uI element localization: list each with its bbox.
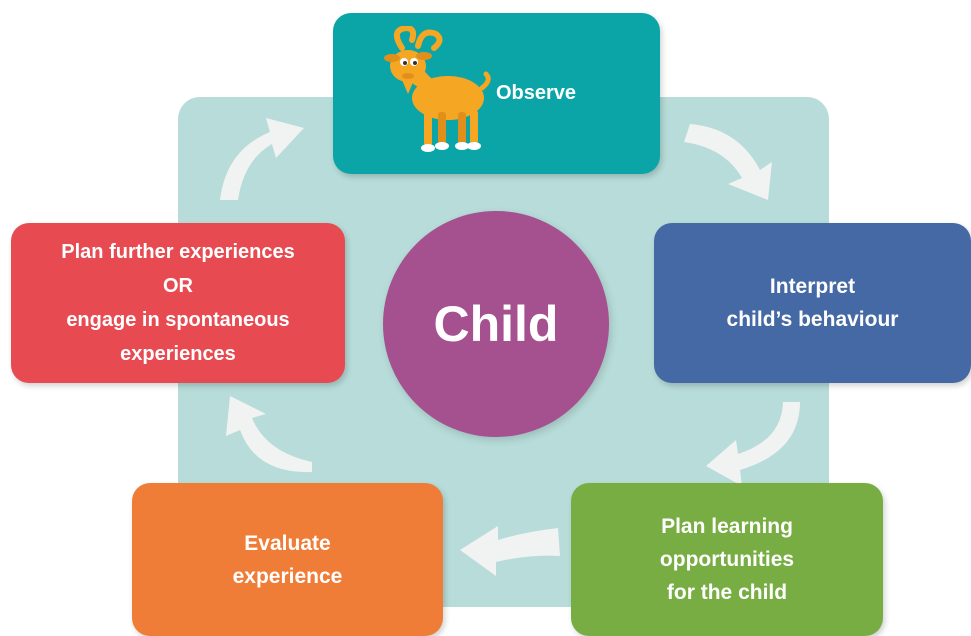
step-evaluate-label: Evaluate experience [232, 531, 343, 588]
step-plan-learning-label: Plan learning opportunities for the chil… [659, 515, 795, 604]
step-plan-learning: Plan learning opportunities for the chil… [571, 483, 883, 636]
step-observe-label: Observe [496, 82, 577, 104]
step-plan-further: Plan further experiences OR engage in sp… [11, 223, 345, 383]
step-evaluate: Evaluate experience [132, 483, 443, 636]
child-circle: Child [383, 211, 609, 437]
step-plan-further-label: Plan further experiences OR engage in sp… [61, 241, 295, 365]
step-observe: Observe [333, 13, 660, 174]
goat-icon [384, 26, 491, 152]
step-interpret: Interpret child’s behaviour [654, 223, 971, 383]
child-label: Child [433, 296, 559, 352]
step-interpret-label: Interpret child’s behaviour [726, 275, 899, 331]
